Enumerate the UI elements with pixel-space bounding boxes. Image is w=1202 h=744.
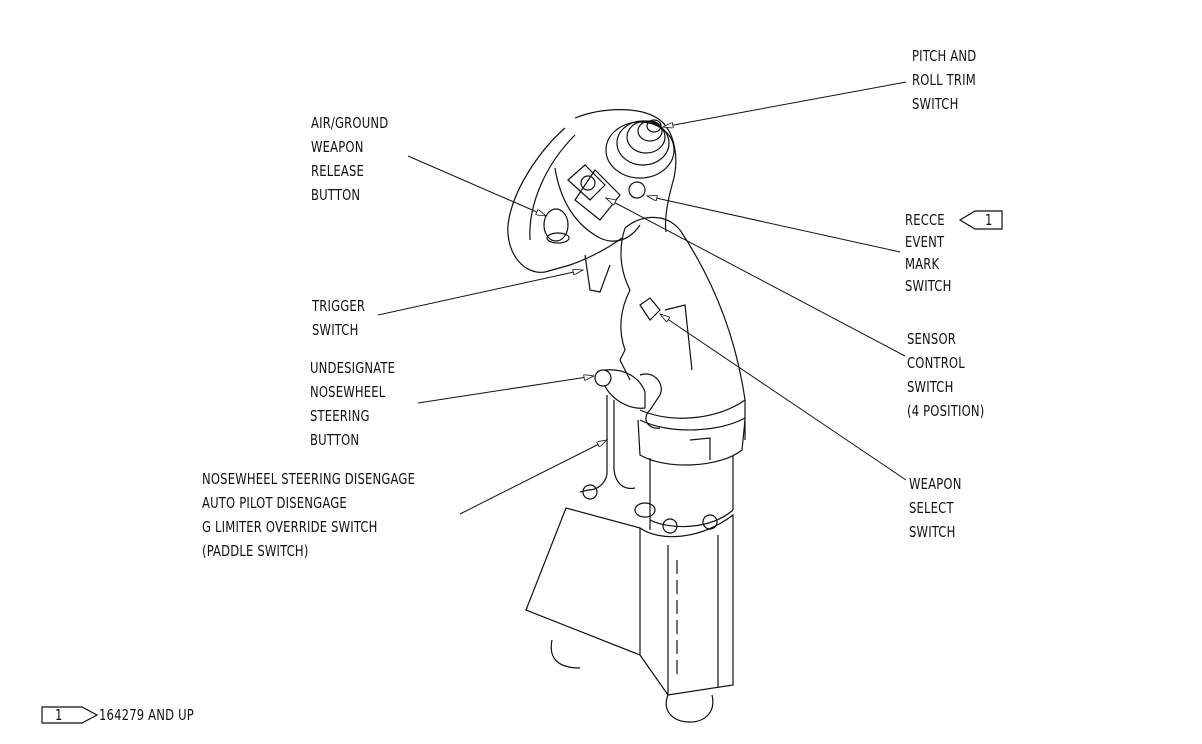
stick-head (507, 109, 677, 273)
label-line: SWITCH (912, 95, 959, 113)
callout-recce-event-mark: RECCE EVENT MARK SWITCH (905, 209, 951, 297)
label-line: EVENT (905, 233, 945, 251)
label-line: NOSEWHEEL STEERING DISENGAGE (202, 470, 416, 488)
label-line: WEAPON (311, 138, 364, 156)
label-line: SWITCH (905, 277, 952, 295)
label-line: WEAPON (909, 475, 962, 493)
label-line: SWITCH (312, 321, 359, 339)
label-line: G LIMITER OVERRIDE SWITCH (202, 518, 378, 536)
label-line: UNDESIGNATE (310, 359, 396, 377)
label-line: TRIGGER (312, 297, 366, 315)
label-line: PITCH AND (912, 47, 977, 65)
label-line: RECCE (905, 211, 945, 229)
label-line: BUTTON (310, 431, 360, 449)
callout-weapon-select: WEAPON SELECT SWITCH (909, 472, 962, 544)
label-line: MARK (905, 255, 940, 273)
label-line: SWITCH (909, 523, 956, 541)
label-line: ROLL TRIM (912, 71, 976, 89)
footnote-number: 1 (55, 706, 63, 724)
label-line: AUTO PILOT DISENGAGE (202, 494, 347, 512)
callout-air-ground-release: AIR/GROUND WEAPON RELEASE BUTTON (311, 111, 388, 207)
callout-trigger: TRIGGER SWITCH (312, 294, 365, 342)
label-line: NOSEWHEEL (310, 383, 386, 401)
label-line: BUTTON (311, 186, 361, 204)
callout-pitch-roll-trim: PITCH AND ROLL TRIM SWITCH (912, 44, 976, 116)
leader-lines (377, 81, 907, 515)
callout-undesignate: UNDESIGNATE NOSEWHEEL STEERING BUTTON (310, 356, 395, 452)
label-line: CONTROL (907, 354, 965, 372)
label-line: STEERING (310, 407, 370, 425)
footnote-text: 164279 AND UP (99, 706, 194, 724)
footnote-flag (41, 706, 99, 724)
label-line: AIR/GROUND (311, 114, 389, 132)
label-line: SELECT (909, 499, 954, 517)
label-line: (4 POSITION) (907, 402, 985, 420)
recce-note-number: 1 (985, 211, 993, 229)
label-line: RELEASE (311, 162, 365, 180)
label-line: SENSOR (907, 330, 956, 348)
callout-sensor-control: SENSOR CONTROL SWITCH (4 POSITION) (907, 327, 984, 423)
label-line: (PADDLE SWITCH) (202, 542, 309, 560)
stick-base (525, 507, 734, 723)
callout-paddle-switch: NOSEWHEEL STEERING DISENGAGE AUTO PILOT … (202, 467, 415, 563)
stick-grip (579, 216, 746, 534)
label-line: SWITCH (907, 378, 954, 396)
recce-note-flag (958, 210, 1003, 230)
